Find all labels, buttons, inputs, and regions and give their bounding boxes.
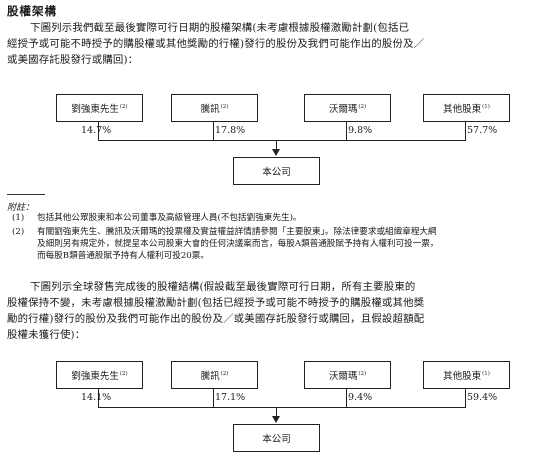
shareholder-name: 劉強東先生: [71, 371, 119, 382]
intro-line: 下圖列示我們截至最後實際可行日期的股權架構(未考慮根據股權激勵計劃(包括已: [30, 22, 410, 34]
percentage-label: 9.8%: [348, 125, 373, 136]
notes-divider: [7, 194, 45, 195]
shareholder-name: 其他股東: [443, 371, 482, 382]
post-offering-paragraph: 下圖列示全球發售完成後的股權結構(假設截至最後實際可行日期，所有主要股東的 股權…: [7, 279, 424, 343]
shareholder-name: 劉強東先生: [71, 104, 119, 115]
notes-title: 附註：: [7, 203, 35, 213]
note-number: (1): [12, 213, 25, 223]
note-text: 有關劉強東先生、騰訊及沃爾瑪的投票權及實益權益詳情請參閱「主要股東」。除法律要求…: [37, 227, 437, 237]
note-ref: (2): [119, 104, 128, 110]
shareholder-box-walmart: 沃爾瑪(2): [304, 361, 391, 389]
note-ref: (1): [482, 371, 490, 377]
shareholder-box-liu-qiangdong: 劉強東先生(2): [56, 361, 143, 389]
connector-line: [276, 407, 277, 416]
post-line: 股權保持不變，未考慮根據股權激勵計劃(包括已經授予或可能不時授予的購股權或其他獎: [7, 297, 425, 309]
shareholder-name: 騰訊: [200, 104, 220, 115]
post-line: 勵的行權)發行的股份及我們可能作出的股份及／或美國存託股發行或購回，且假設超額配: [7, 313, 425, 325]
note-item: (1) 包括其他公眾股東和本公司董事及高級管理人員(不包括劉強東先生)。: [0, 212, 550, 225]
intro-paragraph: 下圖列示我們截至最後實際可行日期的股權架構(未考慮根據股權激勵計劃(包括已 經授…: [7, 20, 424, 68]
connector-line: [213, 122, 214, 140]
shareholder-box-liu-qiangdong: 劉強東先生(2): [56, 94, 143, 122]
percentage-label: 17.1%: [215, 392, 246, 403]
shareholder-box-others: 其他股東(1): [423, 94, 510, 122]
company-box: 本公司: [233, 157, 320, 185]
shareholder-box-walmart: 沃爾瑪(2): [304, 94, 391, 122]
note-ref: (2): [220, 371, 229, 377]
note-number: (2): [12, 227, 25, 237]
connector-line: [465, 389, 466, 407]
post-line: 下圖列示全球發售完成後的股權結構(假設截至最後實際可行日期，所有主要股東的: [30, 281, 416, 293]
shareholder-name: 沃爾瑪: [328, 104, 358, 115]
note-text: 包括其他公眾股東和本公司董事及高級管理人員(不包括劉強東先生)。: [37, 213, 302, 223]
note-ref: (2): [119, 371, 128, 377]
shareholder-name: 騰訊: [200, 371, 220, 382]
note-item: (2) 有關劉強東先生、騰訊及沃爾瑪的投票權及實益權益詳情請參閱「主要股東」。除…: [0, 226, 550, 264]
shareholder-name: 其他股東: [443, 104, 482, 115]
post-line: 股權未獲行使)：: [7, 329, 86, 341]
connector-bar: [98, 407, 466, 408]
connector-line: [465, 122, 466, 140]
percentage-label: 9.4%: [348, 392, 373, 403]
connector-line: [276, 140, 277, 149]
connector-bar: [98, 140, 466, 141]
connector-line: [346, 122, 347, 140]
note-ref: (2): [220, 104, 229, 110]
note-ref: (2): [358, 104, 367, 110]
shareholder-name: 沃爾瑪: [328, 371, 358, 382]
connector-line: [213, 389, 214, 407]
note-text: 及細則另有規定外，就提呈本公司股東大會的任何決議案而言，每股A類普通股賦予持有人…: [37, 239, 439, 249]
note-text: 而每股B類普通股賦予持有人權利可投20票。: [37, 251, 209, 261]
percentage-label: 14.1%: [81, 392, 112, 403]
note-ref: (1): [482, 104, 490, 110]
intro-line: 經授予或可能不時授予的購股權或其他獎勵的行權)發行的股份及我們可能作出的股份及／: [7, 38, 425, 50]
percentage-label: 57.7%: [467, 125, 498, 136]
percentage-label: 14.7%: [81, 125, 112, 136]
company-box: 本公司: [233, 424, 320, 452]
percentage-label: 17.8%: [215, 125, 246, 136]
shareholder-box-tencent: 騰訊(2): [171, 94, 258, 122]
connector-line: [98, 122, 99, 140]
intro-line: 或美國存託股發行或購回)：: [7, 54, 139, 66]
shareholder-box-others: 其他股東(1): [423, 361, 510, 389]
shareholder-box-tencent: 騰訊(2): [171, 361, 258, 389]
section-heading: 股權架構: [7, 4, 57, 18]
percentage-label: 59.4%: [467, 392, 498, 403]
arrow-down-icon: [272, 149, 280, 156]
connector-line: [346, 389, 347, 407]
connector-line: [98, 389, 99, 407]
arrow-down-icon: [272, 416, 280, 423]
note-ref: (2): [358, 371, 367, 377]
